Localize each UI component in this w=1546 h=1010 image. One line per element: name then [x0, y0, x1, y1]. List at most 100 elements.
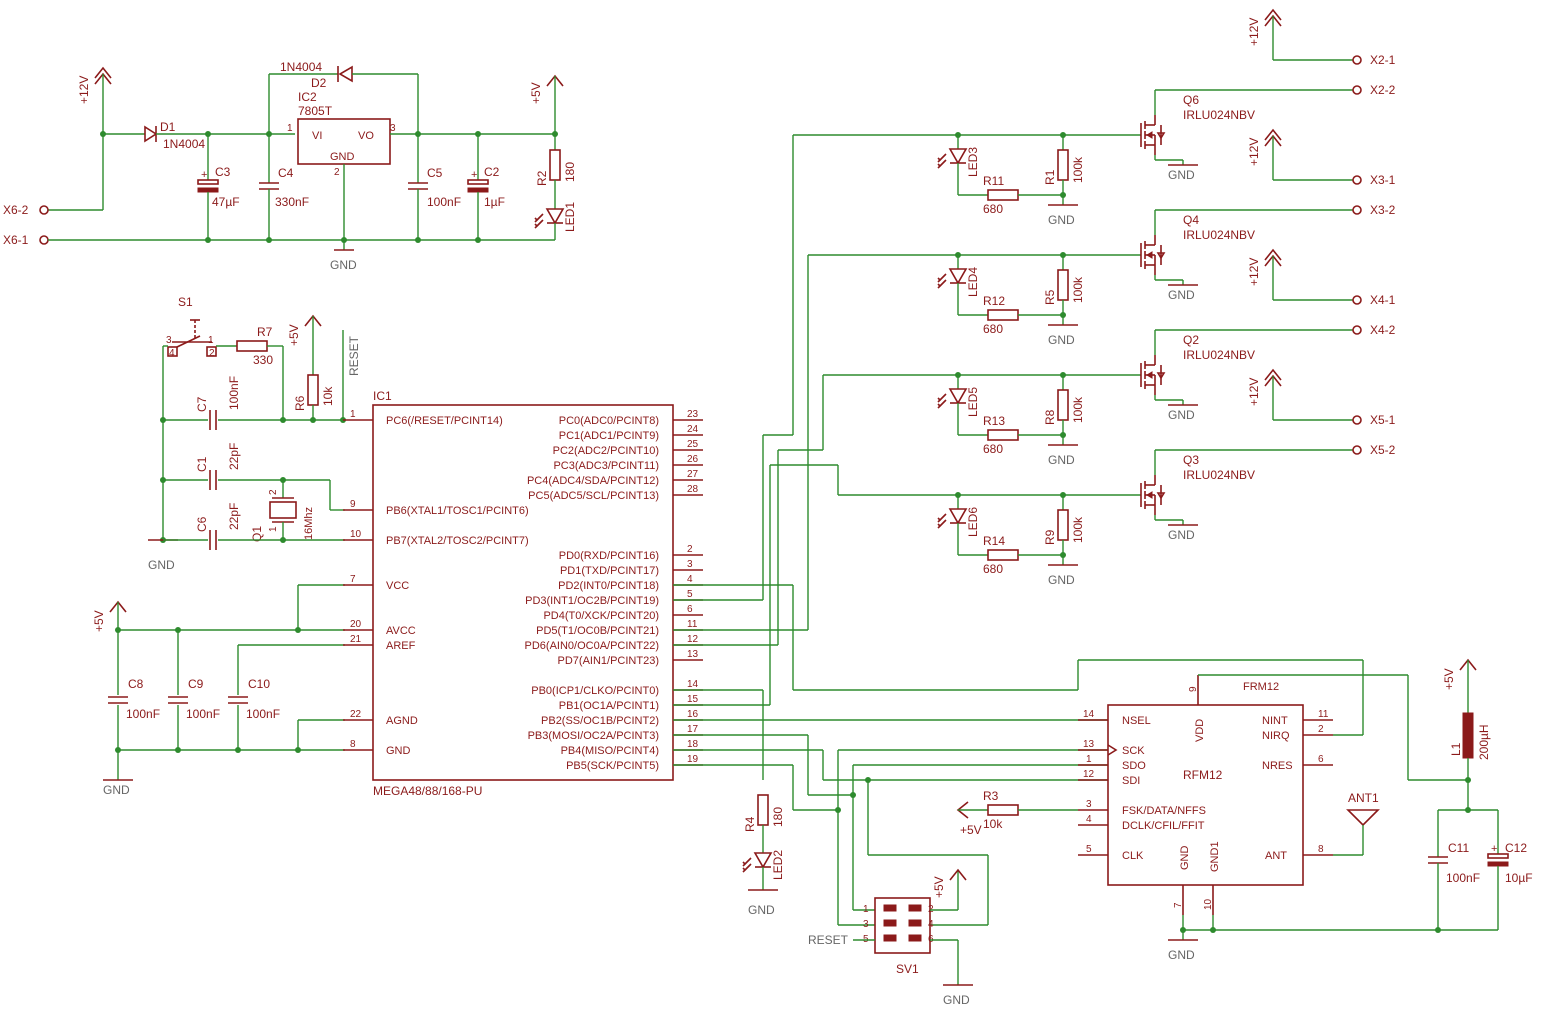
- mosfet: [1140, 114, 1165, 156]
- c1-value: 22pF: [227, 443, 241, 470]
- c11-name: C11: [1448, 841, 1469, 855]
- connector-label: X5-1: [1370, 413, 1396, 427]
- c8-value: 100nF: [126, 707, 160, 721]
- mcu-pin-num: 11: [687, 619, 698, 630]
- antenna-ant1: [1346, 809, 1380, 827]
- rfm-sck: SCK: [1122, 745, 1145, 757]
- ic2-name: IC2: [298, 90, 317, 104]
- rfm-pin8: 8: [1318, 844, 1324, 855]
- ic2-vi: VI: [312, 130, 322, 142]
- mosfet: [1140, 474, 1165, 516]
- mcu-pin-num: 26: [687, 454, 699, 465]
- c4-value: 330nF: [275, 195, 309, 209]
- rfm-title: FRM12: [1243, 681, 1279, 693]
- pulldown-resistor-value: 100k: [1071, 276, 1085, 303]
- d1-name: D1: [160, 120, 176, 134]
- mcu-pin-num: 9: [350, 499, 356, 510]
- mcu-pin-num: 1: [350, 409, 356, 420]
- mcu-pin-label: PB3(MOSI/OC2A/PCINT3): [528, 730, 659, 742]
- connector-x6-1: [39, 235, 49, 245]
- rfm-nsel: NSEL: [1122, 715, 1151, 727]
- resistor-r6: [307, 374, 319, 406]
- pulldown-resistor-value: 100k: [1071, 516, 1085, 543]
- mcu-pin-label: PC0(ADC0/PCINT8): [559, 415, 659, 427]
- s1-pin3: 3: [166, 335, 172, 346]
- led-name: LED6: [966, 507, 980, 537]
- connector-x6-2: [39, 205, 49, 215]
- mosfet: [1140, 354, 1165, 396]
- ic2-value: 7805T: [298, 104, 333, 118]
- led2-name: LED2: [771, 850, 785, 880]
- capacitor-c10: [227, 696, 249, 704]
- v5-label-r3: +5V: [960, 823, 982, 837]
- mcu-pin-label: PC4(ADC4/SDA/PCINT12): [527, 475, 659, 487]
- c2-value: 1µF: [484, 195, 505, 209]
- capacitor-c11: [1427, 856, 1449, 864]
- v12-label-supply: +12V: [77, 76, 91, 104]
- mcu-pin-num: 20: [350, 619, 362, 630]
- c9-value: 100nF: [186, 707, 220, 721]
- connector-terminal: [1352, 175, 1362, 185]
- gnd-label: GND: [1048, 213, 1075, 227]
- gnd-label-led2: GND: [748, 903, 775, 917]
- connector-label: X2-1: [1370, 53, 1396, 67]
- mcu-pin-label: PB0(ICP1/CLKO/PCINT0): [531, 685, 659, 697]
- diode-d2: [337, 65, 353, 83]
- rfm-vdd: VDD: [1194, 719, 1206, 742]
- c11-value: 100nF: [1446, 871, 1480, 885]
- sv1-pin4: 4: [928, 919, 934, 930]
- series-resistor-value: 680: [983, 442, 1003, 456]
- s1-pin2: 2: [209, 348, 215, 359]
- c12-value: 10µF: [1505, 871, 1533, 885]
- gnd-label: GND: [1048, 573, 1075, 587]
- mosfet-part: IRLU024NBV: [1183, 108, 1255, 122]
- ic2-pin3: 3: [390, 123, 396, 134]
- c6-value: 22pF: [227, 503, 241, 530]
- led1: [534, 208, 564, 229]
- capacitor-c5: [407, 182, 429, 190]
- mcu-pin-label: AGND: [386, 715, 418, 727]
- led2-indicator: R4 180 LED2 GND: [742, 794, 785, 917]
- mcu-pin-label: PB6(XTAL1/TOSC1/PCINT6): [386, 505, 529, 517]
- pulldown-resistor-name: R5: [1043, 289, 1057, 305]
- connector-x6-2-label: X6-2: [3, 203, 29, 217]
- c10-name: C10: [248, 677, 270, 691]
- mcu-pin-label: PB2(SS/OC1B/PCINT2): [541, 715, 659, 727]
- c3-value: 47µF: [212, 195, 240, 209]
- mcu-pin-num: 28: [687, 484, 699, 495]
- mcu-pin-num: 17: [687, 724, 699, 735]
- d2-value: 1N4004: [280, 60, 322, 74]
- mcu-pin-label: PD7(AIN1/PCINT23): [558, 655, 659, 667]
- rfm-pin3: 3: [1086, 799, 1092, 810]
- gnd-label: GND: [1168, 528, 1195, 542]
- mcu-pin-num: 22: [350, 709, 362, 720]
- connector-terminal: [1352, 445, 1362, 455]
- mcu-pin-num: 21: [350, 634, 362, 645]
- rfm-pin14: 14: [1083, 709, 1095, 720]
- power-supply-section: +12V X6-2 X6-1 D1 1N4004 C3 47µF C4 330n…: [3, 60, 577, 272]
- sv1-pin3: 3: [863, 919, 869, 930]
- capacitor-c7: [209, 409, 217, 431]
- sv1-name: SV1: [896, 962, 919, 976]
- rfm-pin7: 7: [1173, 902, 1184, 908]
- d2-name: D2: [311, 76, 327, 90]
- mcu-pin-label: VCC: [386, 580, 409, 592]
- mosfet-name: Q2: [1183, 333, 1199, 347]
- rfm-clk: CLK: [1122, 850, 1144, 862]
- mcu-pin-label: PD4(T0/XCK/PCINT20): [543, 610, 659, 622]
- d1-value: 1N4004: [163, 137, 205, 151]
- capacitor-c9: [167, 696, 189, 704]
- series-resistor-name: R13: [983, 414, 1005, 428]
- mcu-pin-num: 2: [687, 544, 693, 555]
- c10-value: 100nF: [246, 707, 280, 721]
- ic2-pin1: 1: [287, 123, 293, 134]
- mcu-pin-num: 10: [350, 529, 362, 540]
- s1-pin1: 1: [208, 335, 214, 346]
- mcu-pin-label: PC6(/RESET/PCINT14): [386, 415, 503, 427]
- rfm12-module: FRM12 RFM12 NSEL SCK SDO SDI FSK/DATA/NF…: [956, 659, 1533, 962]
- gnd-label: GND: [1168, 288, 1195, 302]
